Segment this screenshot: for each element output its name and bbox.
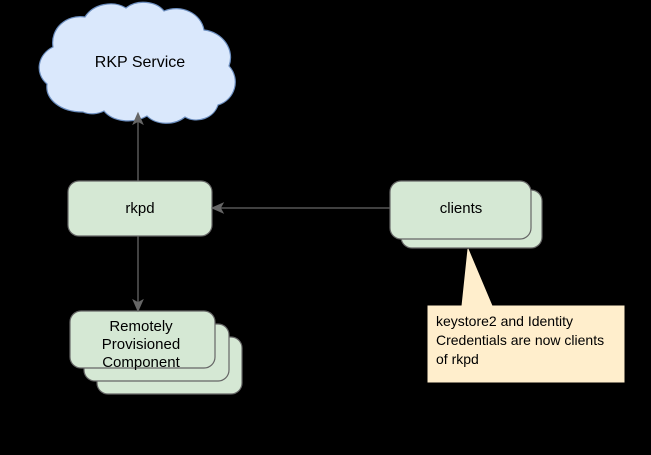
cloud-shape-rkp-service[interactable] [38,1,236,124]
clients-stack-layer-1[interactable] [389,180,532,240]
edge-rkpd-to-rkp-service[interactable] [132,111,144,181]
rkpd-box[interactable] [67,180,213,237]
edge-rkpd-to-rpc[interactable] [132,236,144,313]
callout-note[interactable] [427,248,625,383]
edge-clients-to-rkpd[interactable] [210,202,390,214]
rpc-stack-layer-1[interactable] [69,310,216,369]
